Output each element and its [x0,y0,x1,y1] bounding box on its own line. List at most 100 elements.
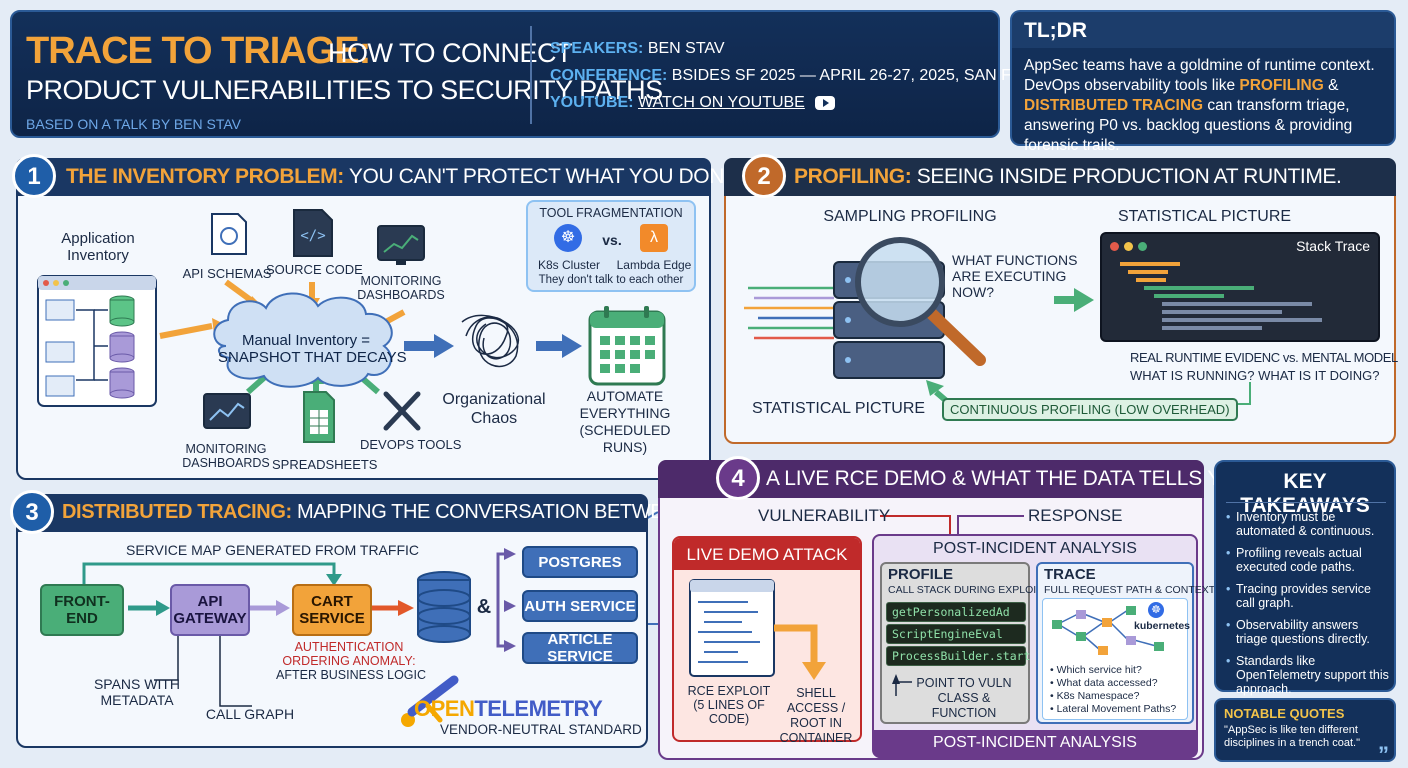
notable-quotes-box: NOTABLE QUOTES "AppSec is like ten diffe… [1214,698,1396,767]
section-number-4: 4 [716,456,760,500]
section-number-3: 3 [10,490,54,534]
manual-inventory-line-1: Manual Inventory = [242,332,370,349]
what-functions-question: WHAT FUNCTIONS ARE EXECUTING NOW? [952,252,1078,300]
window-min-dot [1124,242,1133,251]
panel-profiling-header: PROFILING: SEEING INSIDE PRODUCTION AT R… [724,158,1396,196]
key-takeaways-divider [1226,502,1386,503]
frontend-node[interactable]: FRONT-END [40,584,124,636]
app-inventory-window-icon [37,275,157,407]
monitor-chart-icon-bottom [203,393,251,429]
post-incident-top-label: POST-INCIDENT ANALYSIS [933,540,1137,557]
response-label: RESPONSE [1028,506,1123,525]
youtube-row: YOUTUBE: WATCH ON YOUTUBE [550,94,836,112]
source-code-label: SOURCE CODE [266,262,363,277]
title-line-2: PRODUCT VULNERABILITIES TO SECURITY PATH… [26,75,663,105]
vs-label: vs. [602,232,622,248]
window-close-dot [1110,242,1119,251]
tldr-text-mid: & [1323,77,1339,94]
pointer-arrow-icon [892,674,912,696]
takeaway-item-5: Standards like OpenTelemetry support thi… [1226,654,1392,696]
live-demo-header [674,538,860,570]
shell-access-label: SHELL ACCESS / ROOT IN CONTAINER [779,686,853,745]
speakers-label: SPEAKERS: [550,40,644,57]
trace-bullet-1: • Which service hit? [1050,664,1142,676]
trace-bullet-2-text: What data accessed? [1056,677,1158,689]
vendor-neutral-label: VENDOR-NEUTRAL STANDARD [440,722,642,737]
monitor-chart-icon [377,225,425,265]
tool-fragmentation-box: TOOL FRAGMENTATION ☸ vs. λ K8s Cluster L… [526,200,696,292]
api-gateway-node[interactable]: API GATEWAY [170,584,250,636]
panel-profiling-title-rest: SEEING INSIDE PRODUCTION AT RUNTIME. [916,165,1342,188]
anomaly-line-1: AUTHENTICATION [294,640,404,654]
cart-service-node[interactable]: CART SERVICE [292,584,372,636]
automate-label: AUTOMATE EVERYTHING (SCHEDULED RUNS) [579,388,671,455]
post-incident-footer [874,730,1196,758]
call-stack-line-1: getPersonalizedAd [886,602,1026,622]
point-to-vuln-label: POINT TO VULN CLASS & FUNCTION [916,676,1012,720]
continuous-profiling-badge: CONTINUOUS PROFILING (LOW OVERHEAD) [942,398,1238,421]
post-incident-bottom-label: POST-INCIDENT ANALYSIS [933,734,1137,751]
otel-open-text: OPEN [414,696,475,721]
profile-title: PROFILE [888,566,954,583]
spreadsheets-label: SPREADSHEETS [272,457,378,472]
conference-label: CONFERENCE: [550,67,668,84]
tldr-text-2: can transform triage, answering P0 vs. b… [1024,97,1353,154]
section-number-1: 1 [12,154,56,198]
tldr-header [1012,12,1394,48]
tldr-box: TL;DR AppSec teams have a goldmine of ru… [1010,10,1396,154]
conference-row: CONFERENCE: BSIDES SF 2025 — APRIL 26-27… [550,67,1095,85]
trace-subtitle: FULL REQUEST PATH & CONTEXT [1044,584,1216,596]
trace-box: TRACE FULL REQUEST PATH & CONTEXT ☸ kube… [1036,562,1215,724]
postgres-node[interactable]: POSTGRES [522,546,638,578]
opentelemetry-logo-icon [401,675,459,727]
header-divider [530,26,532,124]
trace-graph-icon [1052,606,1164,655]
p3-p4-connector [646,623,660,625]
lambda-edge-label: Lambda Edge [616,258,692,272]
notable-quote-text: "AppSec is like ten different discipline… [1224,724,1360,749]
sampling-profiling-label: SAMPLING PROFILING [823,208,997,225]
tldr-text-1: AppSec teams have a goldmine of runtime … [1024,57,1375,94]
youtube-link[interactable]: WATCH ON YOUTUBE [638,94,805,111]
panel-tracing-title-bold: DISTRIBUTED TRACING: [62,501,292,523]
source-code-icon: </> [293,209,333,257]
chaos-scribble-icon [461,314,520,367]
profile-subtitle: CALL STACK DURING EXPLOIT [888,584,1043,596]
trace-bullet-4-text: Lateral Movement Paths? [1056,703,1177,715]
svg-text:</>: </> [300,228,325,244]
devops-tools-label: DEVOPS TOOLS [360,437,462,452]
real-runtime-line-2: WHAT IS RUNNING? WHAT IS IT DOING? [1130,368,1380,383]
magnifier-icon [855,237,986,366]
trace-bullet-4: • Lateral Movement Paths? [1050,703,1177,715]
article-service-node[interactable]: ARTICLE SERVICE [522,631,638,665]
real-runtime-line-1: REAL RUNTIME EVIDENC vs. MENTAL MODEL [1130,350,1398,365]
speakers-value: BEN STAV [647,40,725,57]
database-icon [417,571,471,643]
kubernetes-icon-small: ☸ [1148,602,1164,618]
live-demo-title: LIVE DEMO ATTACK [686,545,848,564]
rce-connector-lines [880,515,1024,534]
header-banner: TRACE TO TRIAGE: HOW TO CONNECT PRODUCT … [10,10,1095,138]
statistical-picture-bottom-label: STATISTICAL PICTURE [752,400,926,417]
calendar-icon [588,306,666,386]
lambda-icon: λ [640,224,668,252]
otel-telemetry-text: TELEMETRY [474,696,603,721]
key-takeaways-box: KEY TAKEAWAYS Inventory must be automate… [1214,460,1396,696]
anomaly-line-2: ORDERING ANOMALY: [282,654,416,668]
profile-box: PROFILE CALL STACK DURING EXPLOIT getPer… [880,562,1043,724]
trace-title: TRACE [1044,566,1096,583]
trace-bullet-2: • What data accessed? [1050,677,1158,689]
statistical-picture-top-label: STATISTICAL PICTURE [1118,208,1292,225]
panel-inventory-header: THE INVENTORY PROBLEM: YOU CAN'T PROTECT… [16,158,814,196]
panel-profiling-title: PROFILING: SEEING INSIDE PRODUCTION AT R… [794,165,1342,189]
panel-profiling-title-bold: PROFILING: [794,165,912,188]
trace-bullet-1-text: Which service hit? [1056,664,1142,676]
api-schemas-label: API SCHEMAS [182,266,272,281]
youtube-play-icon[interactable] [815,95,836,110]
org-chaos-label: Organizational Chaos [442,391,546,427]
kubernetes-label: kubernetes [1134,620,1191,632]
auth-service-node[interactable]: AUTH SERVICE [522,590,638,622]
call-graph-label: CALL GRAPH [205,706,295,722]
window-max-dot [1138,242,1147,251]
monitoring-dashboards-top-label: MONITORING DASHBOARDS [357,274,445,302]
